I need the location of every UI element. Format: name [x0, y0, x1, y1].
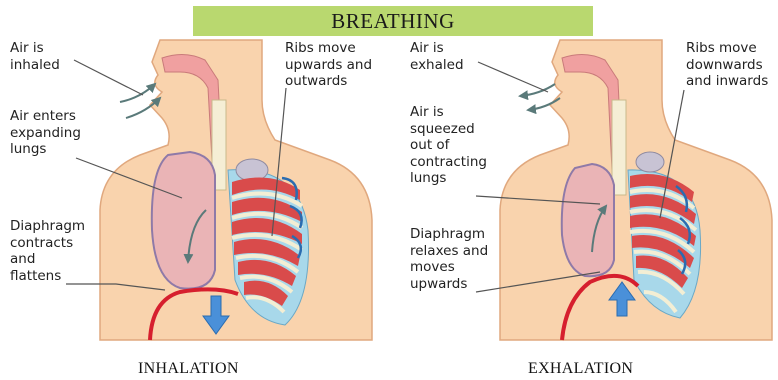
exhalation-air-arrow-1: [520, 84, 555, 96]
exhalation-lungs-label: Air is squeezed out of contracting lungs: [410, 104, 487, 187]
exhalation-ribs-label: Ribs move downwards and inwards: [686, 40, 768, 90]
inhalation-lungs-label: Air enters expanding lungs: [10, 108, 81, 158]
inhalation-lung: [152, 152, 215, 289]
exhalation-air-leader: [478, 62, 548, 92]
exhalation-heart: [636, 152, 664, 172]
inhalation-air-arrow-1: [120, 84, 155, 102]
inhalation-ribs-label: Ribs move upwards and outwards: [285, 40, 372, 90]
exhalation-diaphragm-label: Diaphragm relaxes and moves upwards: [410, 226, 488, 292]
inhalation-air-leader: [74, 60, 143, 95]
inhalation-diaphragm-label: Diaphragm contracts and flattens: [10, 218, 85, 284]
exhalation-lung: [562, 164, 614, 276]
exhalation-trachea: [612, 100, 626, 195]
inhalation-caption: INHALATION: [138, 360, 239, 378]
exhalation-caption: EXHALATION: [528, 360, 633, 378]
exhalation-air-label: Air is exhaled: [410, 40, 464, 73]
inhalation-air-label: Air is inhaled: [10, 40, 60, 73]
